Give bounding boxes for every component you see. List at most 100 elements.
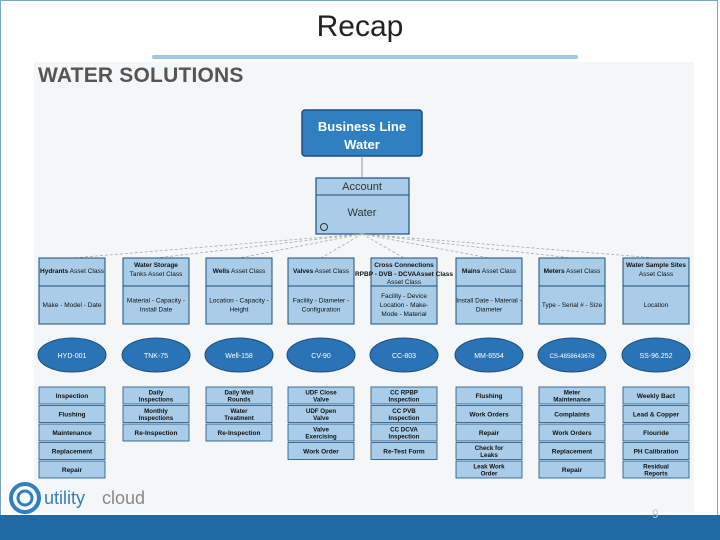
task-label-line2: Treatment [224,415,254,422]
task-label-line1: Meter [564,390,581,397]
task-label: Lead & Copper [633,412,680,419]
task-label-line2: Exercising [305,434,337,441]
asset-attribute-text: Location - Capacity - [209,298,269,305]
task-label: Replacement [52,449,93,456]
asset-id-ellipse [369,337,439,373]
task-item [622,423,690,442]
asset-attribute-text: Location - Make- [380,302,428,309]
task-label-line2: Inspections [139,397,174,404]
task-label-line1: UDF Close [305,390,337,397]
asset-id-ellipse [286,337,356,373]
task-item [538,442,606,460]
task-item [538,405,606,423]
class-connector-line [71,233,363,259]
task-label-line2: Reports [644,471,668,478]
task-label-line2: Inspection [389,397,420,404]
asset-attribute-text: Mode - Material [381,311,427,318]
task-label: PH Calibration [634,449,679,456]
asset-id-ellipse [37,337,107,373]
asset-class-name: Cross Connections [374,262,434,269]
logo-text-a: utility [44,488,85,508]
logo-ring-icon [9,482,41,514]
asset-class-name: Water Sample Sites [626,262,686,269]
asset-attribute-text: Install Date - Material - [456,298,521,305]
asset-class-header [622,257,690,287]
asset-attribute-text: Facility - Diameter - [293,298,349,305]
task-label: Flouride [643,430,669,437]
refresh-icon [320,223,328,231]
asset-attributes-box [370,285,438,325]
slide-title: Recap [316,10,404,43]
asset-id-ellipse [537,337,607,373]
task-label: Flushing [58,412,85,419]
asset-id-ellipse [454,337,524,373]
task-item [622,460,690,479]
task-label: Work Orders [469,412,509,419]
task-label: Repair [562,467,583,474]
task-label: Complaints [554,412,590,419]
logo-text-b: cloud [102,488,145,508]
asset-class-name: Hydrants Asset Class [40,268,105,275]
task-item [455,460,523,479]
class-connector-line [361,233,573,259]
asset-attributes-box [205,285,273,325]
task-item [370,423,438,442]
task-item [122,405,190,423]
task-item [38,442,106,460]
task-item [622,386,690,405]
asset-attribute-text: Location [644,302,669,309]
asset-class-name-line2: Asset Class [639,271,674,278]
asset-id-label: HYD-001 [58,353,87,360]
task-item [370,405,438,423]
task-label-line2: Rounds [227,397,251,404]
task-label: Replacement [552,449,593,456]
task-label-line1: Leak Work [473,464,505,471]
task-label-line1: CC RPBP [390,390,418,397]
task-item [287,442,355,460]
asset-class-name: Meters Asset Class [544,268,601,275]
asset-attribute-text: Facility - Device [381,293,427,300]
class-connector-line [361,233,405,259]
asset-attributes-box [38,285,106,325]
asset-attribute-text: Install Date [140,307,173,314]
business-line-value: Water [344,137,380,152]
page-number: 9 [652,507,659,521]
task-label-line1: CC DCVA [390,427,418,434]
task-label-line2: Valve [313,397,329,404]
task-item [38,386,106,405]
asset-class-suffix: Asset Class [387,279,422,286]
asset-class-header [455,257,523,287]
task-item [370,386,438,405]
task-item [538,386,606,405]
task-label-line1: Daily [149,390,164,397]
asset-class-header [538,257,606,287]
asset-id-label: Well-158 [225,353,253,360]
class-connector-line [361,233,490,259]
task-item [622,405,690,423]
task-item [455,442,523,460]
asset-class-name-line2: Tanks Asset Class [130,271,183,278]
task-label-line1: Water [231,408,249,415]
asset-id-label: CC-803 [392,353,416,360]
asset-attribute-text: Type - Serial # - Size [542,302,603,309]
asset-class-name: Wells Asset Class [213,268,266,275]
asset-attribute-text: Material - Capacity - [127,298,185,305]
business-line-label: Business Line [318,119,406,134]
task-item [455,423,523,442]
task-label-line1: Daily Well [224,390,253,397]
task-label: Work Orders [552,430,592,437]
asset-id-label: TNK-75 [144,353,168,360]
task-label-line1: Monthly [144,408,168,415]
task-label-line2: Leaks [480,452,498,459]
diagram-heading: WATER SOLUTIONS [38,64,244,87]
asset-class-name: Water Storage [134,262,178,269]
asset-attributes-box [287,285,355,325]
task-label: Re-Inspection [218,430,261,437]
task-item [205,386,273,405]
class-connector-line [361,233,657,259]
task-label-line2: Order [481,471,498,478]
asset-attribute-text: Height [230,307,249,314]
asset-attributes-box [455,285,523,325]
task-label: Flushing [475,393,502,400]
